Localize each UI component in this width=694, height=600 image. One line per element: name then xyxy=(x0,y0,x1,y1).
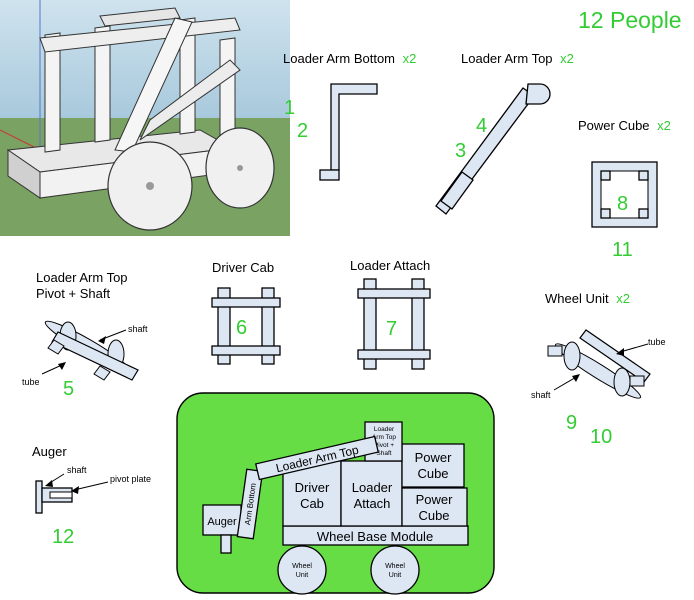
driver-cab-label: Driver Cab xyxy=(212,260,274,275)
num-7: 7 xyxy=(386,318,397,340)
people-count: 12 People xyxy=(578,7,682,33)
part-power-cube: Power Cube x2 8 11 xyxy=(578,118,671,261)
auger-shaft-label: shaft xyxy=(67,465,87,475)
svg-text:Wheel Unit x2: Wheel Unit x2 xyxy=(545,291,630,306)
part-wheel-unit: Wheel Unit x2 tube shaft 9 10 xyxy=(531,291,666,448)
wheel-unit-qty: x2 xyxy=(616,291,630,306)
num-10: 10 xyxy=(590,426,612,448)
svg-text:Power Cube x2: Power Cube x2 xyxy=(578,118,671,133)
power-cube-label: Power Cube xyxy=(578,118,650,133)
part-driver-cab: Driver Cab 6 xyxy=(211,260,281,365)
pivot-shaft-label-1: Loader Arm Top xyxy=(36,270,128,285)
num-11: 11 xyxy=(612,239,633,261)
loader-arm-bottom-qty: x2 xyxy=(403,51,417,66)
num-9: 9 xyxy=(566,412,577,434)
assembly-loader-attach-l2: Attach xyxy=(354,496,391,511)
assembly-pivot-l4: Shaft xyxy=(376,450,391,457)
loader-arm-bottom-label: Loader Arm Bottom xyxy=(283,51,395,66)
assembly-auger: Auger xyxy=(207,516,237,528)
assembly-pivot-l1: Loader xyxy=(374,426,395,433)
assembly-power-cube-1-l2: Cube xyxy=(417,466,448,481)
assembly-power-cube-2-l1: Power xyxy=(416,492,454,507)
num-3: 3 xyxy=(455,140,466,162)
part-loader-arm-top: Loader Arm Top x2 3 4 xyxy=(435,51,574,215)
part-loader-attach: Loader Attach 7 xyxy=(350,258,431,370)
robot-render xyxy=(0,0,290,236)
loader-arm-top-qty: x2 xyxy=(560,51,574,66)
wheel-base-module: Wheel Base Module xyxy=(317,529,433,544)
num-8: 8 xyxy=(617,193,628,215)
assembly-power-cube-1-l1: Power xyxy=(415,450,453,465)
wheel-unit-2-l2: Unit xyxy=(389,572,402,579)
num-1: 1 xyxy=(284,97,295,119)
assembly-loader-attach-l1: Loader xyxy=(352,480,393,495)
svg-text:Loader Arm Bottom x2: Loader Arm Bottom x2 xyxy=(283,51,416,66)
wheel-unit-shaft-label: shaft xyxy=(531,390,551,400)
wheel-unit-label: Wheel Unit xyxy=(545,291,609,306)
assembly-driver-cab-l2: Cab xyxy=(300,496,324,511)
num-4: 4 xyxy=(476,115,487,137)
loader-attach-label: Loader Attach xyxy=(350,258,430,273)
pivot-shaft-label-2: Pivot + Shaft xyxy=(36,286,110,301)
power-cube-qty: x2 xyxy=(657,118,671,133)
wheel-unit-2-l1: Wheel xyxy=(385,563,405,570)
assembly-pivot-l3: Pivot + xyxy=(374,442,394,449)
svg-text:Loader Arm Top x2: Loader Arm Top x2 xyxy=(461,51,574,66)
num-6: 6 xyxy=(236,317,247,339)
part-auger: Auger shaft pivot plate 12 xyxy=(32,444,151,548)
wheel-unit-tube-label: tube xyxy=(648,337,666,347)
assembly-pivot-l2: Arm Top xyxy=(372,434,396,441)
auger-label: Auger xyxy=(32,444,67,459)
pivot-shaft-shaft-label: shaft xyxy=(128,324,148,334)
assembly-driver-cab-l1: Driver xyxy=(295,480,330,495)
wheel-unit-1-l1: Wheel xyxy=(292,563,312,570)
part-pivot-shaft: Loader Arm Top Pivot + Shaft shaft tube … xyxy=(22,270,148,400)
wheel-unit-1-l2: Unit xyxy=(296,572,309,579)
num-2: 2 xyxy=(297,120,308,142)
assembly-diagram: Wheel Unit Wheel Unit Wheel Base Module … xyxy=(176,392,495,595)
assembly-power-cube-2-l2: Cube xyxy=(418,508,449,523)
pivot-shaft-tube-label: tube xyxy=(22,377,40,387)
num-12: 12 xyxy=(52,526,74,548)
num-5: 5 xyxy=(63,378,74,400)
auger-pivot-plate-label: pivot plate xyxy=(110,474,151,484)
loader-arm-top-label: Loader Arm Top xyxy=(461,51,553,66)
part-loader-arm-bottom: Loader Arm Bottom x2 1 2 xyxy=(283,51,416,181)
